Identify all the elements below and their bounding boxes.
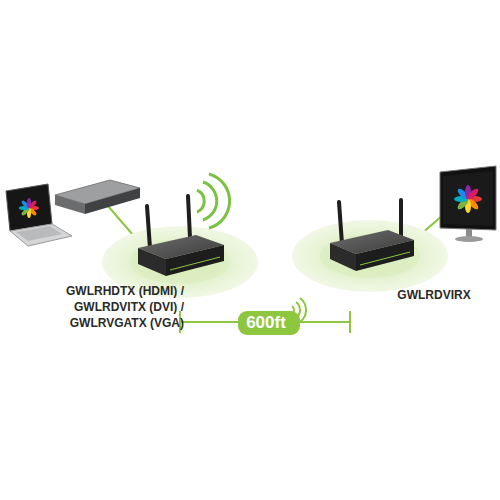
player-side bbox=[55, 195, 85, 214]
device-side bbox=[330, 243, 356, 271]
device-front bbox=[356, 240, 414, 271]
laptop-screen bbox=[6, 184, 52, 231]
bracket-tick bbox=[349, 311, 351, 333]
logo-flower bbox=[19, 198, 39, 218]
player-front bbox=[85, 188, 140, 214]
transmitter-device bbox=[138, 196, 224, 276]
monitor-panel bbox=[443, 171, 493, 226]
logo-flower bbox=[454, 185, 482, 213]
wifi-arc bbox=[197, 190, 204, 212]
device-side bbox=[138, 248, 166, 276]
petal bbox=[466, 187, 480, 201]
monitor-screen bbox=[440, 166, 496, 230]
receiver-node: GWLRDVIRX bbox=[320, 188, 495, 313]
antenna bbox=[188, 196, 190, 238]
device-front bbox=[166, 245, 224, 276]
distance-label: 600ft bbox=[238, 313, 294, 333]
wifi-arc bbox=[292, 306, 294, 314]
wifi-arc bbox=[300, 298, 306, 322]
laptop-base bbox=[10, 224, 72, 246]
antenna bbox=[147, 206, 150, 248]
distance-badge bbox=[238, 311, 300, 335]
petal bbox=[28, 200, 38, 210]
antenna bbox=[339, 202, 342, 244]
monitor-stand bbox=[455, 236, 483, 242]
device-model-label: GWLRDVIRX bbox=[386, 287, 482, 303]
receiver-device bbox=[330, 200, 414, 271]
device-stripe bbox=[170, 257, 220, 270]
wifi-arc bbox=[203, 182, 217, 220]
monitor bbox=[440, 166, 496, 242]
signal-glow bbox=[292, 220, 448, 292]
device-model-label: GWLRHDTX (HDMI) / GWLRDVITX (DVI) / GWLR… bbox=[42, 283, 184, 331]
media-player bbox=[55, 180, 140, 214]
distance-bracket bbox=[180, 298, 350, 335]
wifi-arc bbox=[209, 174, 230, 228]
transmitter-node: GWLRHDTX (HDMI) / GWLRDVITX (DVI) / GWLR… bbox=[20, 190, 240, 340]
wifi-arc bbox=[296, 302, 300, 318]
antenna bbox=[399, 200, 403, 238]
laptop-keyboard bbox=[16, 226, 62, 241]
device-stripe bbox=[360, 252, 410, 265]
